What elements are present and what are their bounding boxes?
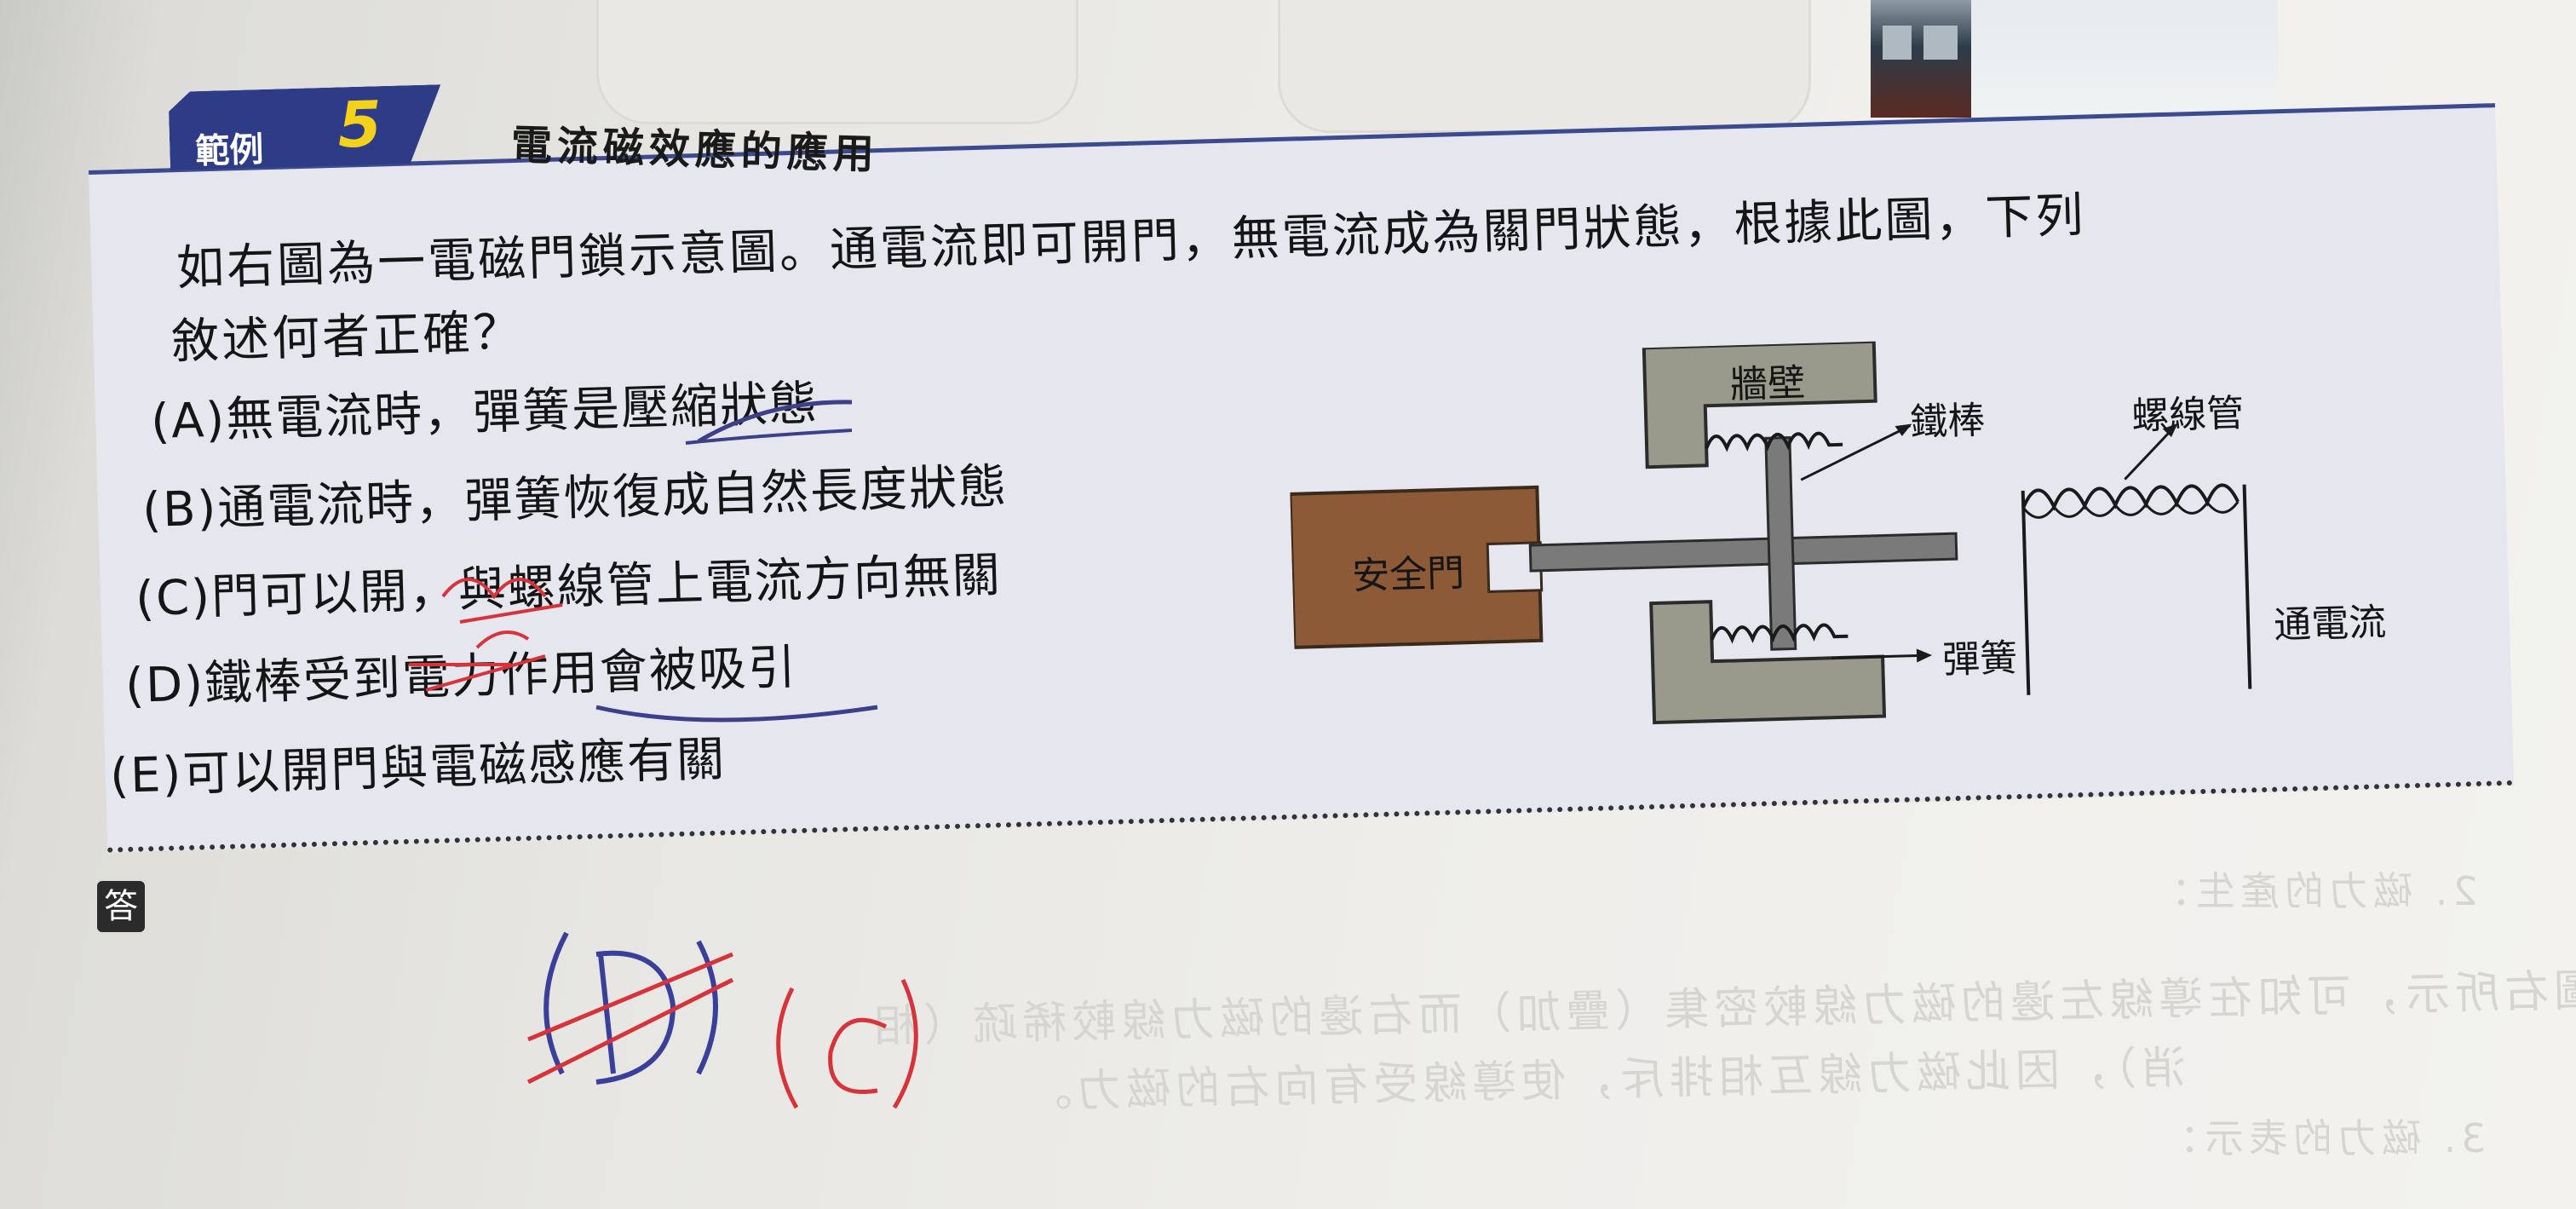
iron-bar-vertical [1764, 435, 1797, 651]
cross-out-d [526, 952, 734, 1085]
bus-photo [1871, 0, 1971, 118]
solenoid-coil-bottom [2022, 500, 2240, 519]
handwritten-c-answer [776, 978, 918, 1109]
solenoid-right-wire [2242, 484, 2252, 689]
spring-pointer [1831, 653, 1926, 659]
red-strike-dianli [409, 654, 546, 692]
photo-background [1971, 0, 2278, 118]
underline-option-a [685, 429, 853, 445]
strike-option-a [697, 400, 853, 444]
lower-spring [1710, 623, 1849, 644]
underline-option-d [595, 705, 878, 723]
red-scribble-cd [441, 578, 563, 649]
solenoid-pointer [2124, 425, 2176, 481]
upper-wall-bracket [1642, 339, 1877, 469]
diagram-svg [1288, 339, 2252, 725]
electromagnetic-lock-diagram: 安全門 牆壁 鐵棒 螺線管 彈簧 通電流 [1286, 326, 2429, 750]
top-figure-fragment-left [596, 0, 1078, 124]
answer-badge: 答 [97, 881, 145, 932]
iron-bar-horizontal [1528, 532, 1958, 573]
solenoid-left-wire [2021, 490, 2031, 695]
solenoid-pointer-head [2162, 423, 2178, 438]
spring-pointer-head [1916, 648, 1933, 663]
solenoid-coil [2021, 483, 2240, 511]
top-figure-fragment-right [1278, 0, 1811, 133]
iron-bar-pointer [1800, 424, 1912, 481]
upper-spring [1705, 431, 1843, 452]
iron-bar-pointer-head [1895, 423, 1912, 436]
handwritten-d-answer [543, 931, 718, 1085]
